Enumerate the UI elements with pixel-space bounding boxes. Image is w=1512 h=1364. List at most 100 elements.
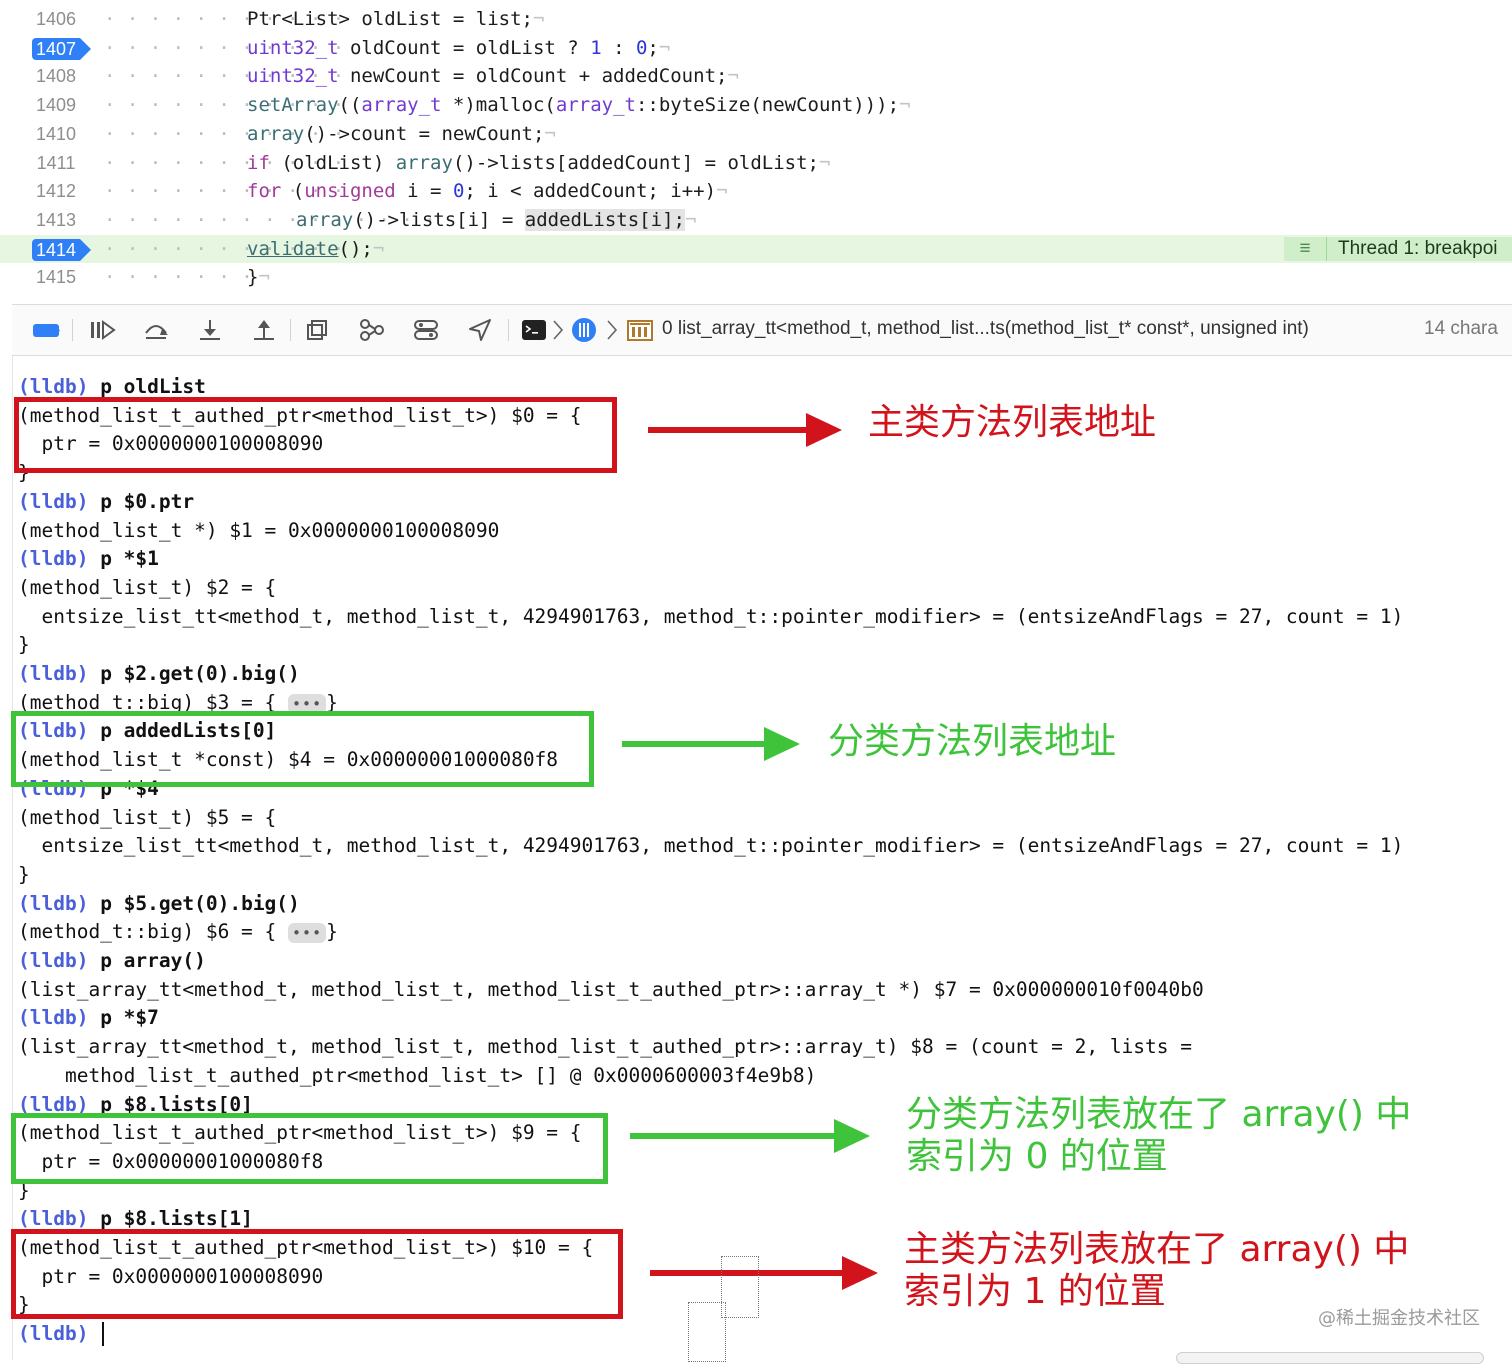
code-line[interactable]: 1410· · · · · · · · · · · array()->count… bbox=[0, 120, 1512, 148]
code-line[interactable]: 1414· · · · · · · · · · · validate();¬≡T… bbox=[0, 234, 1512, 263]
output-text: } bbox=[18, 633, 30, 657]
code-token: array_t bbox=[361, 94, 442, 117]
code-text: uint32_t newCount = oldCount + addedCoun… bbox=[247, 62, 739, 90]
command-text: p $8.lists[1] bbox=[88, 1207, 253, 1231]
chevron-right-icon bbox=[550, 317, 566, 343]
whitespace-dots: · · · · · · · · · · · bbox=[104, 94, 356, 117]
code-token: 0 bbox=[452, 180, 465, 203]
lldb-prompt: (lldb) bbox=[18, 1322, 89, 1346]
simulate-location-icon[interactable] bbox=[466, 317, 494, 343]
line-number[interactable]: 1412 bbox=[35, 181, 77, 202]
return-marker: ¬ bbox=[716, 180, 728, 203]
code-text: Ptr<List> oldList = list;¬ bbox=[247, 5, 544, 33]
lldb-prompt: (lldb) bbox=[18, 662, 89, 685]
line-number[interactable]: 1406 bbox=[35, 9, 77, 29]
return-marker: ¬ bbox=[532, 8, 545, 30]
arrow-head bbox=[834, 1119, 870, 1153]
stack-frame-label[interactable]: 0 list_array_tt<method_t, method_list...… bbox=[662, 318, 1309, 339]
code-token: 0 bbox=[635, 36, 648, 59]
console-output: ptr = 0x0000000100008090 bbox=[18, 1263, 323, 1291]
console-command: (lldb) p $8.lists[0] bbox=[18, 1091, 253, 1119]
line-number[interactable]: 1410 bbox=[35, 123, 77, 144]
expand-value-button[interactable]: ••• bbox=[288, 923, 327, 944]
expand-value-button[interactable]: ••• bbox=[288, 693, 327, 714]
return-marker: ¬ bbox=[684, 208, 697, 231]
console-command: (lldb) p array() bbox=[18, 947, 206, 975]
line-number[interactable]: 1409 bbox=[35, 95, 77, 116]
code-text: if (oldList) array()->lists[addedCount] … bbox=[247, 149, 830, 177]
arrow-main-class bbox=[648, 413, 842, 447]
console-output: (method_list_t) $5 = { bbox=[18, 804, 276, 832]
code-text: for (unsigned i = 0; i < addedCount; i++… bbox=[247, 177, 728, 205]
step-out-icon[interactable] bbox=[250, 317, 278, 343]
line-number[interactable]: 1413 bbox=[35, 209, 77, 230]
code-token: } bbox=[247, 266, 259, 289]
output-text: (method_list_t_authed_ptr<method_list_t>… bbox=[18, 1121, 582, 1145]
console-scrollbar[interactable] bbox=[1176, 1352, 1484, 1364]
breakpoint-marker[interactable]: 1414 bbox=[32, 238, 92, 261]
arrow-head bbox=[806, 413, 842, 447]
annotation-box-lists-1 bbox=[11, 1229, 623, 1319]
debug-toolbar: 0 list_array_tt<method_t, method_list...… bbox=[12, 304, 1512, 356]
toolbar-separator bbox=[290, 319, 291, 341]
list-icon[interactable]: ≡ bbox=[1284, 236, 1327, 261]
code-line[interactable]: 1406· · · · · · · · · · · Ptr<List> oldL… bbox=[0, 5, 1512, 33]
console-output: (method_list_t_authed_ptr<method_list_t>… bbox=[18, 1234, 593, 1262]
console-command: (lldb) p oldList bbox=[18, 373, 206, 401]
code-token: for bbox=[247, 180, 282, 203]
code-token: (oldList) bbox=[269, 151, 396, 174]
breakpoint-shape bbox=[32, 37, 80, 60]
console-output: (method_t::big) $6 = { •••} bbox=[18, 918, 338, 946]
code-line[interactable]: 1413· · · · · · · · · · · · · · · array(… bbox=[0, 206, 1512, 234]
code-token: array bbox=[296, 208, 354, 231]
code-line[interactable]: 1408 · · · · · · · · · · · uint32_t newCo… bbox=[0, 62, 1512, 90]
annotation-box-main-class bbox=[14, 397, 617, 473]
line-number[interactable]: 1415 bbox=[35, 267, 77, 288]
code-line[interactable]: 1407· · · · · · · · · · · uint32_t oldCo… bbox=[0, 34, 1512, 62]
environment-overrides-icon[interactable] bbox=[412, 317, 440, 343]
console-command: (lldb) p $8.lists[1] bbox=[18, 1205, 253, 1233]
code-token: array bbox=[395, 151, 453, 174]
code-token: validate bbox=[247, 237, 339, 260]
output-text: (method_t::big) $6 = { bbox=[18, 920, 277, 944]
code-token: *)malloc( bbox=[441, 94, 556, 117]
console-output: (method_list_t) $2 = { bbox=[18, 574, 276, 602]
line-number: 1414 bbox=[35, 239, 77, 260]
code-line[interactable]: 1411· · · · · · · · · · · if (oldList) a… bbox=[0, 149, 1512, 177]
code-token: : bbox=[601, 36, 636, 59]
line-number[interactable]: 1411 bbox=[36, 152, 76, 173]
return-marker: ¬ bbox=[818, 151, 831, 174]
console-command: (lldb) p *$7 bbox=[18, 1004, 159, 1032]
code-token: uint32_t bbox=[247, 36, 339, 59]
output-text: (list_array_tt<method_t, method_list_t, … bbox=[18, 1035, 1192, 1059]
annotation-box-lists-0 bbox=[11, 1113, 608, 1184]
breakpoints-toggle-icon[interactable] bbox=[32, 317, 60, 343]
console-command: (lldb) p *$1 bbox=[18, 545, 159, 573]
source-editor[interactable]: 1406 · · · · · · · · · · · Ptr<List> oldL… bbox=[0, 0, 1512, 304]
code-line[interactable]: 1409· · · · · · · · · · · setArray((arra… bbox=[0, 91, 1512, 119]
arrow-category bbox=[622, 727, 800, 761]
line-number[interactable]: 1408 bbox=[35, 66, 77, 87]
annotation-main-index1-line2: 索引为 1 的位置 bbox=[904, 1271, 1166, 1312]
terminal-app-icon[interactable] bbox=[520, 317, 548, 343]
thread-icon[interactable] bbox=[570, 317, 598, 343]
code-line[interactable]: 1415· · · · · · · }¬ bbox=[0, 263, 1512, 291]
continue-icon[interactable] bbox=[88, 317, 116, 343]
thread-breakpoint-badge[interactable]: ≡Thread 1: breakpoi bbox=[1284, 236, 1512, 261]
breakpoint-shape bbox=[32, 238, 80, 261]
breakpoint-tip bbox=[80, 37, 91, 60]
code-text: array()->count = newCount;¬ bbox=[247, 120, 556, 148]
whitespace-dots: · · · · · · · · · · · bbox=[104, 65, 356, 88]
view-hierarchy-icon[interactable] bbox=[304, 317, 332, 343]
step-into-icon[interactable] bbox=[196, 317, 224, 343]
debug-console[interactable]: (lldb) p oldList (method_list_t_authed_pt… bbox=[0, 355, 1512, 1360]
memory-graph-icon[interactable] bbox=[358, 317, 386, 343]
breakpoint-marker[interactable]: 1407 bbox=[32, 37, 92, 60]
code-line[interactable]: 1412· · · · · · · · · · · for (unsigned … bbox=[0, 177, 1512, 205]
code-token: ()->count = newCount; bbox=[304, 122, 545, 145]
console-output: (method_list_t *const) $4 = 0x0000000100… bbox=[18, 746, 558, 774]
lldb-prompt: (lldb) bbox=[18, 375, 89, 398]
whitespace-dots: · · · · · · · · · · · bbox=[104, 237, 356, 260]
step-over-icon[interactable] bbox=[142, 317, 170, 343]
command-text: p *$1 bbox=[88, 547, 159, 571]
